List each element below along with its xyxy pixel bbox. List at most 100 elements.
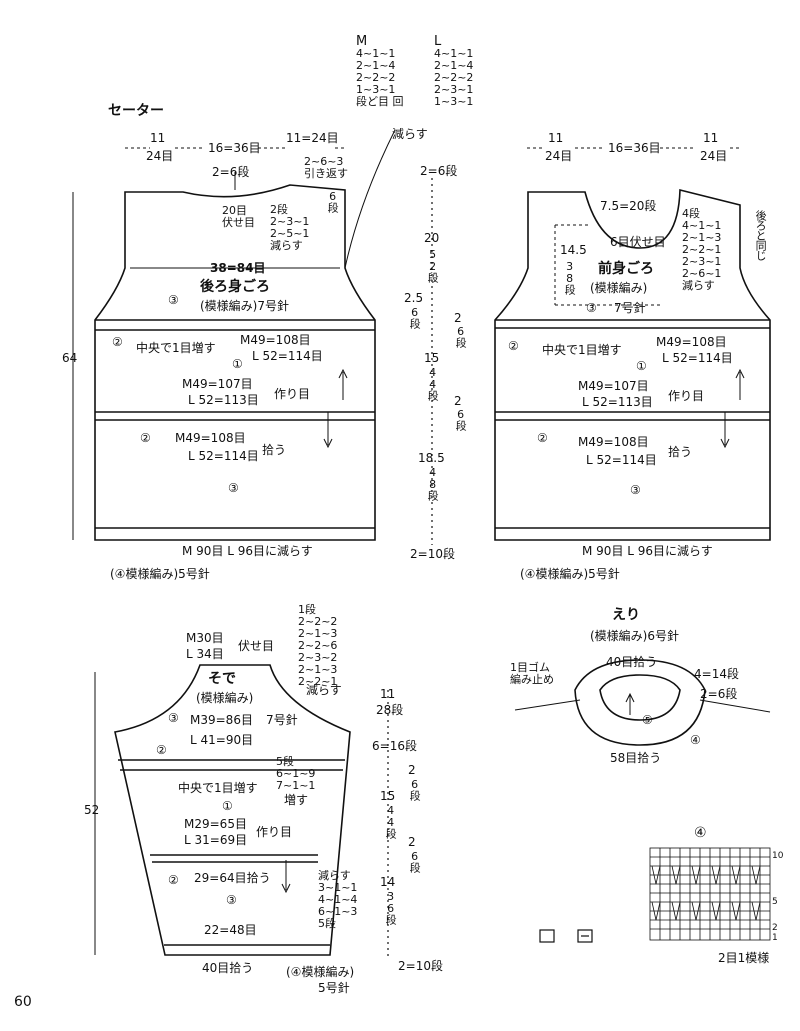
front-top-left: 11: [548, 131, 564, 145]
back-center-inc: 中央で1目増す: [136, 341, 216, 355]
sleeve-inc-note: 増す: [284, 793, 309, 807]
collar-outline: [574, 659, 706, 746]
back-l52b: L 52=113目: [188, 393, 259, 407]
sleeve-sec3-bot: ③: [226, 893, 237, 907]
front-depth-rows: 38段: [563, 260, 577, 294]
collar-pick58: 58目拾う: [610, 751, 662, 765]
back-height: 64: [62, 351, 78, 365]
sleeve-title: そで: [208, 671, 236, 687]
sleeve-cast-on: 作り目: [256, 825, 293, 839]
mid-b-rows: 6段: [408, 306, 422, 328]
sleeve-m29: M29=65目: [184, 817, 247, 831]
collar-pick40: 40目拾う: [606, 655, 658, 669]
front-m49a: M49=108目: [656, 335, 727, 349]
sleeve-ribbing-needle: 5号針: [318, 981, 350, 995]
sleeve-center-inc: 中央で1目増す: [178, 781, 258, 795]
mid-f: 18.5: [418, 451, 445, 465]
collar-pattern: (模様編み)6号針: [590, 629, 679, 643]
front-l52a: L 52=114目: [662, 351, 733, 365]
back-sec3-top: ③: [168, 293, 179, 307]
sleeve-outline: [114, 664, 351, 956]
sleeve-scale-f-rows: 36段: [384, 890, 398, 924]
mid-f-rows: 48段: [426, 466, 440, 500]
sleeve-scale-a-rows: 28段: [376, 703, 404, 717]
sleeve-needle: 7号針: [266, 713, 298, 727]
back-m49b: M49=107目: [182, 377, 253, 391]
back-top-left: 11: [150, 131, 166, 145]
page-number: 60: [14, 994, 32, 1010]
collar-sec5: ⑤: [642, 713, 653, 727]
stitch-chart-grid: [649, 847, 771, 941]
front-needle: 7号針: [614, 301, 646, 315]
sleeve-pick64: 29=64目拾う: [194, 871, 271, 885]
mid-bottom: 2=10段: [410, 547, 455, 561]
mid-d-rows: 44段: [426, 366, 440, 400]
back-l52c: L 52=114目: [188, 449, 259, 463]
back-m49a: M49=108目: [240, 333, 311, 347]
front-neck-bind: 6目伏せ目: [610, 235, 666, 249]
sleeve-l41: L 41=90目: [190, 733, 254, 747]
sleeve-height: 52: [84, 803, 100, 817]
sleeve-sec1: ①: [222, 799, 233, 813]
sleeve-pattern: (模様編み): [196, 691, 254, 705]
front-cast-on: 作り目: [668, 389, 705, 403]
back-body-outline: [94, 184, 376, 541]
back-ribbing: (④模様編み)5号針: [110, 567, 210, 581]
front-l52c: L 52=114目: [586, 453, 657, 467]
back-pickup: 拾う: [262, 443, 287, 457]
front-title: 前身ごろ: [598, 261, 654, 277]
front-ribbing: (④模様編み)5号針: [520, 567, 620, 581]
sleeve-bottom-w: 22=48目: [204, 923, 257, 937]
mid-top: 2=6段: [420, 164, 458, 178]
front-sec2b: ②: [537, 431, 548, 445]
back-neck-rows: 6段: [326, 190, 340, 212]
back-title: 後ろ身ごろ: [200, 279, 270, 295]
collar-rows: 4=14段: [694, 667, 739, 681]
page-title: セーター: [108, 103, 164, 119]
mid-a: 20: [424, 231, 440, 245]
mid-c: 2: [454, 311, 462, 325]
sleeve-l34: L 34目: [186, 647, 224, 661]
collar-sec4: ④: [690, 733, 701, 747]
back-pattern: (模様編み)7号針: [200, 299, 289, 313]
sleeve-scale-bottom: 2=10段: [398, 959, 443, 973]
front-top-mid: 16=36目: [608, 141, 661, 155]
back-sec3-bot: ③: [228, 481, 239, 495]
sleeve-m30: M30目: [186, 631, 224, 645]
mid-d: 15: [424, 351, 440, 365]
back-sec1: ①: [232, 357, 243, 371]
back-sec2: ②: [112, 335, 123, 349]
sleeve-ribbing: (④模様編み): [286, 965, 355, 979]
chart-row5: 5: [772, 897, 778, 907]
sleeve-l31: L 31=69目: [184, 833, 248, 847]
sleeve-scale-a: 11: [380, 687, 396, 701]
back-top-right: 11=24目: [286, 131, 339, 145]
front-same-back: 後ろと同じ: [754, 210, 768, 260]
chart-repeat: 2目1模様: [718, 951, 770, 965]
back-rows-top: 2=6段: [212, 165, 250, 179]
decrease-note: 減らす: [392, 127, 428, 141]
sleeve-scale-b: 6=16段: [372, 739, 417, 753]
front-m49c: M49=108目: [578, 435, 649, 449]
chart-row1: 1: [772, 933, 778, 943]
front-sec1: ①: [636, 359, 647, 373]
collar-rows2: 2=6段: [700, 687, 738, 701]
front-top-left-sub: 24目: [545, 149, 573, 163]
back-l52a: L 52=114目: [252, 349, 323, 363]
sleeve-scale-f: 14: [380, 875, 396, 889]
back-reduce: M 90目 L 96目に減らす: [182, 544, 313, 558]
front-reduce: M 90目 L 96目に減らす: [582, 544, 713, 558]
sleeve-sec3-top: ③: [168, 711, 179, 725]
front-neck: 7.5=20段: [600, 199, 657, 213]
back-cast-on: 作り目: [274, 387, 311, 401]
sleeve-sec2b: ②: [168, 873, 179, 887]
sleeve-scale-c-rows: 6段: [408, 778, 422, 800]
